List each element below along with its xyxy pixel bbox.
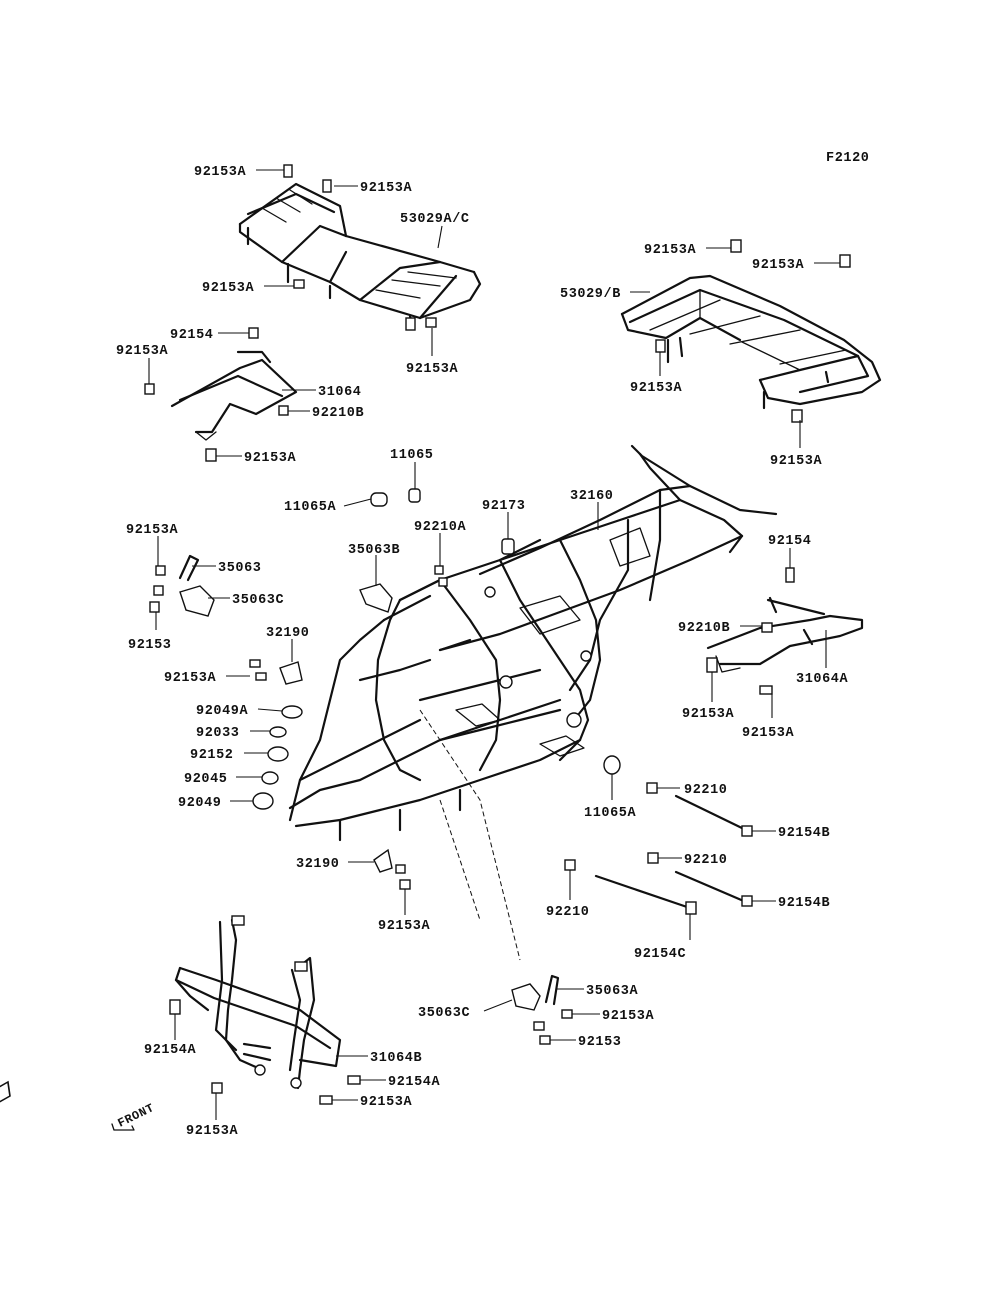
part-label: 92153A [164,671,217,686]
part-label: 53029A/C [400,212,470,227]
long-bolts [564,782,753,915]
front-carrier-53029b [620,239,882,423]
part-label: 92153 [578,1035,622,1050]
part-label: 35063 [218,561,262,576]
part-label: 92153A [602,1009,655,1024]
part-label: 92153A [752,258,805,273]
part-label: 92153A [202,281,255,296]
part-label: 92153A [742,726,795,741]
part-label: 92154 [768,534,812,549]
bracket-31064a [706,567,864,695]
part-label: 11065A [584,806,637,821]
part-label: 92153A [406,362,459,377]
bracket-31064 [170,350,298,441]
part-label: 32190 [266,626,310,641]
part-label: 92049A [196,704,249,719]
part-label: 92210 [684,853,728,868]
part-label: 92153A [194,165,247,180]
part-label: 92153A [630,381,683,396]
part-label: 92153A [378,919,431,934]
part-label: 92210A [414,520,467,535]
small-parts-left [149,488,621,890]
part-label: 92154A [144,1043,197,1058]
part-label: 92153A [360,1095,413,1110]
part-label: 92153A [116,344,169,359]
part-label: 92045 [184,772,228,787]
part-label: 11065A [284,500,337,515]
part-label: 92154 [170,328,214,343]
part-label: 11065 [390,448,434,463]
part-label: 92210 [684,783,728,798]
part-label: 35063A [586,984,639,999]
part-label: 92210 [546,905,590,920]
part-label: 92153 [128,638,172,653]
part-label: 92153A [644,243,697,258]
part-label: 92154B [778,896,830,911]
part-label: 35063C [418,1006,470,1021]
part-label: 92153A [770,454,823,469]
part-label: 92154B [778,826,830,841]
part-label: 35063C [232,593,284,608]
part-label: 31064 [318,385,362,400]
part-label: 92173 [482,499,526,514]
part-label: 92153A [126,523,179,538]
part-label: 92152 [190,748,234,763]
front-bumper-31064b [169,915,361,1105]
part-labels: 92153A 92153A 53029A/C 92153A 92153A 921… [116,165,849,1139]
part-label: 53029/B [560,287,621,302]
main-frame-32160 [288,444,778,842]
part-label: 92153A [360,181,413,196]
rear-carrier-53029ac [238,182,482,331]
front-label: FRONT [116,1101,157,1131]
part-label: 92153A [244,451,297,466]
part-label: 31064B [370,1051,422,1066]
part-label: 92049 [178,796,222,811]
brackets-35063a-35063c [511,974,573,1045]
part-label: 32190 [296,857,340,872]
front-arrow-icon: FRONT [0,1080,157,1131]
part-label: 92153A [682,707,735,722]
diagram-code: F2120 [826,151,870,166]
part-label: 31064A [796,672,849,687]
part-label: 92154C [634,947,686,962]
part-label: 32160 [570,489,614,504]
leader-lines [148,169,840,1120]
part-label: 92153A [186,1124,239,1139]
part-label: 35063B [348,543,400,558]
part-label: 92154A [388,1075,441,1090]
part-label: 92210B [678,621,730,636]
bolt-icons-rear-carrier [144,164,437,462]
part-label: 92210B [312,406,364,421]
part-label: 92033 [196,726,240,741]
